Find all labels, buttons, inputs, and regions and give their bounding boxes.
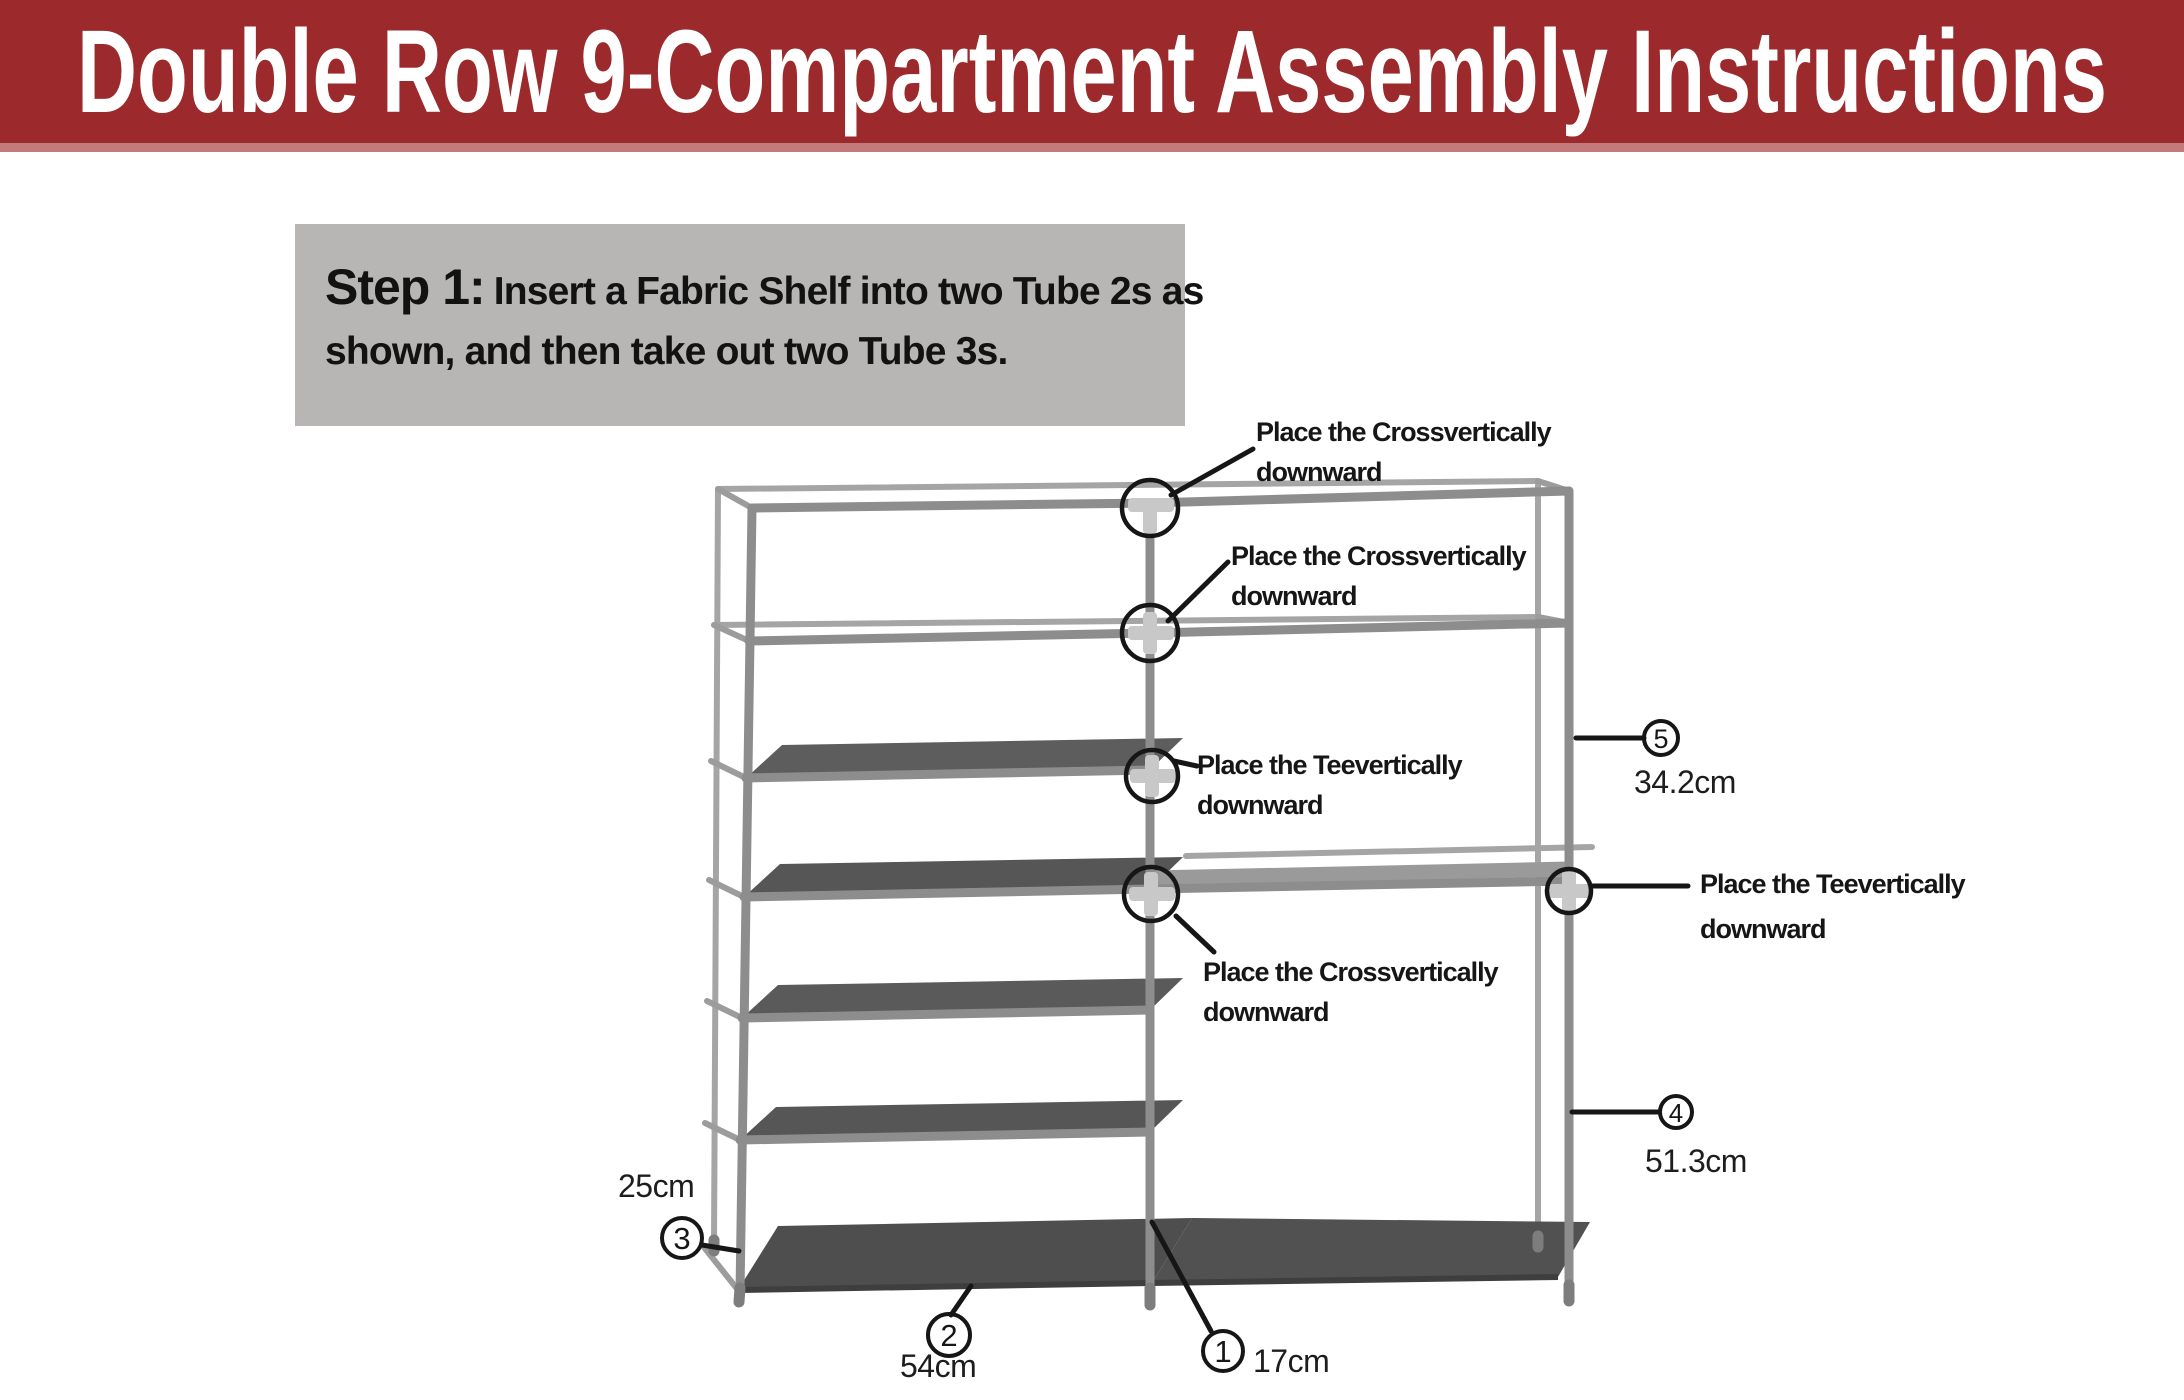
- leader-cross-middle: [1173, 913, 1217, 955]
- part-numbers: 5 4 3 2 1: [673, 724, 1683, 1369]
- part-4-circle: [1658, 1094, 1694, 1130]
- annotation-cross-top: Place the Crossvertically downward: [1256, 412, 1552, 492]
- right-row-middle-rail-band: [1151, 861, 1570, 886]
- dimension-part-4: 51.3cm: [1645, 1143, 1747, 1179]
- front-rail-5-left: [737, 1005, 1155, 1023]
- callout-circles: [1119, 477, 1594, 924]
- page-title: Double Row 9-Compartment Assembly Instru…: [77, 6, 2107, 138]
- step-text-line1: Insert a Fabric Shelf into two Tube 2s a…: [493, 270, 1205, 313]
- leader-cross-top: [1168, 446, 1256, 498]
- back-top-rail: [715, 478, 1541, 492]
- title-banner-canvas: Double Row 9-Compartment Assembly Instru…: [77, 6, 2107, 138]
- front-rail-3-left: [741, 765, 1155, 783]
- dimension-part-2: 54cm: [900, 1348, 976, 1384]
- dimension-labels: 34.2cm 51.3cm 25cm 54cm 17cm: [618, 764, 1747, 1384]
- annotation-cross-upper-line1: Place the Crossvertically: [1231, 541, 1527, 571]
- part-3-number: 3: [673, 1221, 690, 1256]
- step-label: Step 1:: [325, 259, 486, 315]
- annotation-tee-middle-line1: Place the Teevertically: [1197, 750, 1463, 780]
- fabric-shelf-bottom-left: [738, 1218, 1192, 1290]
- leader-tee-middle: [1171, 758, 1200, 769]
- part-3-circle: [660, 1216, 704, 1260]
- shelf-depth-connectors: [700, 478, 1572, 1293]
- step-line-1: Step 1: Insert a Fabric Shelf into two T…: [325, 258, 1204, 316]
- part-number-circles: [660, 719, 1694, 1373]
- callout-circle-cross-top: [1119, 477, 1181, 539]
- part-5-circle: [1642, 719, 1680, 757]
- annotation-cross-top-line1: Place the Crossvertically: [1256, 417, 1552, 447]
- front-rail-6-left: [735, 1127, 1155, 1145]
- step-1-box: Step 1: Insert a Fabric Shelf into two T…: [295, 224, 1204, 426]
- step-text-line2: shown, and then take out two Tube 3s.: [325, 330, 1008, 373]
- annotation-tee-middle-line2: downward: [1197, 790, 1323, 820]
- back-left-post: [711, 486, 721, 1247]
- part-1-circle: [1201, 1329, 1245, 1373]
- annotation-cross-upper: Place the Crossvertically downward: [1231, 536, 1527, 616]
- part-1-number: 1: [1214, 1334, 1231, 1369]
- annotation-tee-right: Place the Teevertically downward: [1700, 862, 1966, 952]
- fabric-front-edge-left: [737, 1280, 1153, 1293]
- part-5-number: 5: [1653, 724, 1668, 754]
- joint-connectors: [1128, 498, 1591, 916]
- fabric-front-edge-right: [1151, 1274, 1559, 1286]
- annotation-cross-top-line2: downward: [1256, 457, 1382, 487]
- annotation-cross-upper-line2: downward: [1231, 581, 1357, 611]
- leader-lines: [699, 446, 1691, 1334]
- part-2-number: 2: [940, 1318, 957, 1353]
- leader-cross-upper: [1165, 559, 1231, 624]
- dimension-part-5: 34.2cm: [1634, 764, 1736, 800]
- leader-part-3: [699, 1242, 742, 1254]
- annotation-tee-right-line2: downward: [1700, 914, 1826, 944]
- annotation-cross-middle: Place the Crossvertically downward: [1203, 952, 1499, 1032]
- leader-part-1: [1149, 1219, 1214, 1334]
- annotation-cross-middle-line1: Place the Crossvertically: [1203, 957, 1499, 987]
- leader-part-2: [948, 1283, 974, 1318]
- part-2-circle: [926, 1312, 972, 1358]
- dimension-part-1: 17cm: [1253, 1343, 1329, 1379]
- annotation-tee-middle: Place the Teevertically downward: [1197, 745, 1463, 825]
- annotation-tee-right-line1: Place the Teevertically: [1700, 869, 1966, 899]
- annotation-cross-middle-line2: downward: [1203, 997, 1329, 1027]
- title-banner: Double Row 9-Compartment Assembly Instru…: [0, 0, 2184, 152]
- part-4-number: 4: [1669, 1098, 1683, 1128]
- fabric-shelf-bottom-right: [1152, 1218, 1590, 1283]
- dimension-part-3: 25cm: [618, 1168, 694, 1204]
- callout-circle-tee-middle: [1123, 747, 1181, 805]
- callout-circle-cross-middle: [1121, 864, 1181, 924]
- callout-circle-tee-right: [1544, 866, 1594, 916]
- back-rail-4-right: [1183, 844, 1595, 859]
- callout-circle-cross-upper: [1119, 602, 1181, 664]
